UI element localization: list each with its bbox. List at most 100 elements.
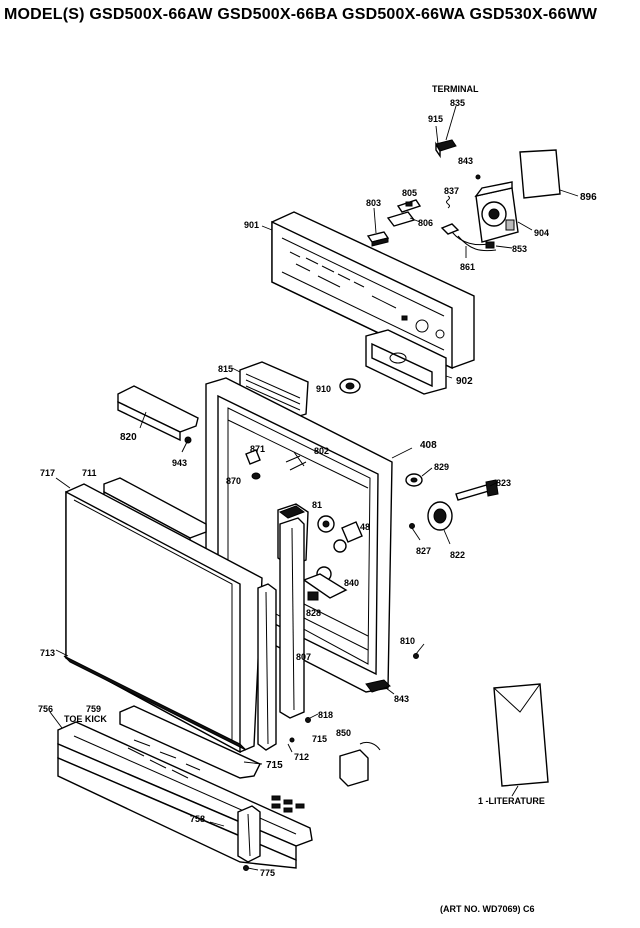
- label-827: 827: [416, 546, 431, 556]
- leader-843-bottom: [385, 687, 395, 695]
- leader-758: [209, 821, 225, 827]
- leader-823: [489, 481, 499, 487]
- label-871: 871: [250, 444, 265, 454]
- literature-envelope: [493, 683, 549, 787]
- label-902: 902: [456, 376, 473, 387]
- part-850: [339, 741, 381, 787]
- label-48: 48: [360, 522, 370, 532]
- label-837: 837: [444, 186, 459, 196]
- label-758: 758: [190, 814, 205, 824]
- leader-717: [55, 477, 71, 489]
- leader-815: [231, 367, 241, 373]
- label-822: 822: [450, 550, 465, 560]
- label-850: 850: [336, 728, 351, 738]
- label-835: 835: [450, 98, 465, 108]
- leader-756: [49, 711, 63, 729]
- label-715-small: 715: [312, 734, 327, 744]
- label-toe-kick: TOE KICK: [64, 714, 107, 724]
- leader-915: [435, 125, 439, 145]
- rinse-dispenser: [302, 566, 348, 601]
- label-807: 807: [296, 652, 311, 662]
- label-408: 408: [420, 440, 437, 451]
- page-title: MODEL(S) GSD500X-66AW GSD500X-66BA GSD50…: [4, 6, 598, 23]
- screw-810: [413, 643, 425, 659]
- leader-901: [261, 225, 273, 231]
- label-910: 910: [316, 384, 331, 394]
- label-775: 775: [260, 868, 275, 878]
- label-820: 820: [120, 432, 137, 443]
- screw-775: [243, 865, 259, 871]
- screw-818: [305, 717, 311, 723]
- art-number: (ART NO. WD7069) C6: [440, 904, 535, 914]
- bracket-758: [237, 805, 261, 863]
- handle-902: [365, 329, 447, 395]
- leader-904: [517, 221, 533, 231]
- side-rail-715: [257, 583, 277, 751]
- label-896: 896: [580, 192, 597, 203]
- switch-805: [396, 199, 422, 213]
- label-829: 829: [434, 462, 449, 472]
- label-803: 803: [366, 198, 381, 208]
- leader-820: [139, 411, 147, 429]
- label-711: 711: [82, 468, 97, 478]
- leader-712: [287, 743, 293, 753]
- label-715: 715: [266, 760, 283, 771]
- label-81: 81: [312, 500, 322, 510]
- latch-parts: [245, 449, 307, 480]
- leader-853: [495, 245, 513, 249]
- label-713: 713: [40, 648, 55, 658]
- leader-806: [409, 217, 421, 223]
- label-904: 904: [534, 228, 549, 238]
- leader-896: [559, 189, 579, 197]
- outer-door-panel: [63, 483, 263, 754]
- leader-803: [373, 207, 377, 234]
- latch-843: [365, 679, 391, 693]
- leader-literature: [511, 785, 519, 797]
- wiring-diagram-card: [519, 149, 561, 199]
- control-panel-901: [271, 211, 475, 370]
- knob-910: [339, 378, 361, 394]
- button-803: [366, 231, 390, 247]
- leader-902: [445, 375, 453, 379]
- label-717: 717: [40, 468, 55, 478]
- wire-harness: [440, 223, 497, 252]
- leader-829: [421, 467, 433, 477]
- label-805: 805: [402, 188, 417, 198]
- label-712: 712: [294, 752, 309, 762]
- leader-818: [309, 713, 319, 719]
- label-853: 853: [512, 244, 527, 254]
- bracket-820: [117, 385, 199, 442]
- label-806: 806: [418, 218, 433, 228]
- spring-837: [446, 195, 450, 209]
- leader-822: [443, 529, 451, 545]
- insulator-806: [386, 211, 416, 227]
- terminal-block: [435, 139, 457, 159]
- label-840: 840: [344, 578, 359, 588]
- leader-713: [55, 649, 69, 657]
- label-literature: 1 -LITERATURE: [478, 796, 545, 806]
- shaft-823: [455, 479, 499, 501]
- bracket-759: [119, 705, 261, 779]
- screw-843-top: [475, 174, 481, 180]
- label-802: 802: [314, 446, 329, 456]
- label-915: 915: [428, 114, 443, 124]
- label-843-top: 843: [458, 156, 473, 166]
- leader-408: [391, 447, 413, 459]
- label-870: 870: [226, 476, 241, 486]
- label-818: 818: [318, 710, 333, 720]
- label-943: 943: [172, 458, 187, 468]
- label-756: 756: [38, 704, 53, 714]
- gear-822: [427, 501, 453, 531]
- label-843-bottom: 843: [394, 694, 409, 704]
- label-815: 815: [218, 364, 233, 374]
- label-terminal: TERMINAL: [432, 84, 479, 94]
- screw-715: [289, 737, 295, 743]
- leader-715-bottom: [243, 761, 263, 765]
- label-828: 828: [306, 608, 321, 618]
- screw-827: [409, 523, 421, 541]
- label-901: 901: [244, 220, 259, 230]
- label-810: 810: [400, 636, 415, 646]
- leader-835: [445, 105, 457, 141]
- label-861: 861: [460, 262, 475, 272]
